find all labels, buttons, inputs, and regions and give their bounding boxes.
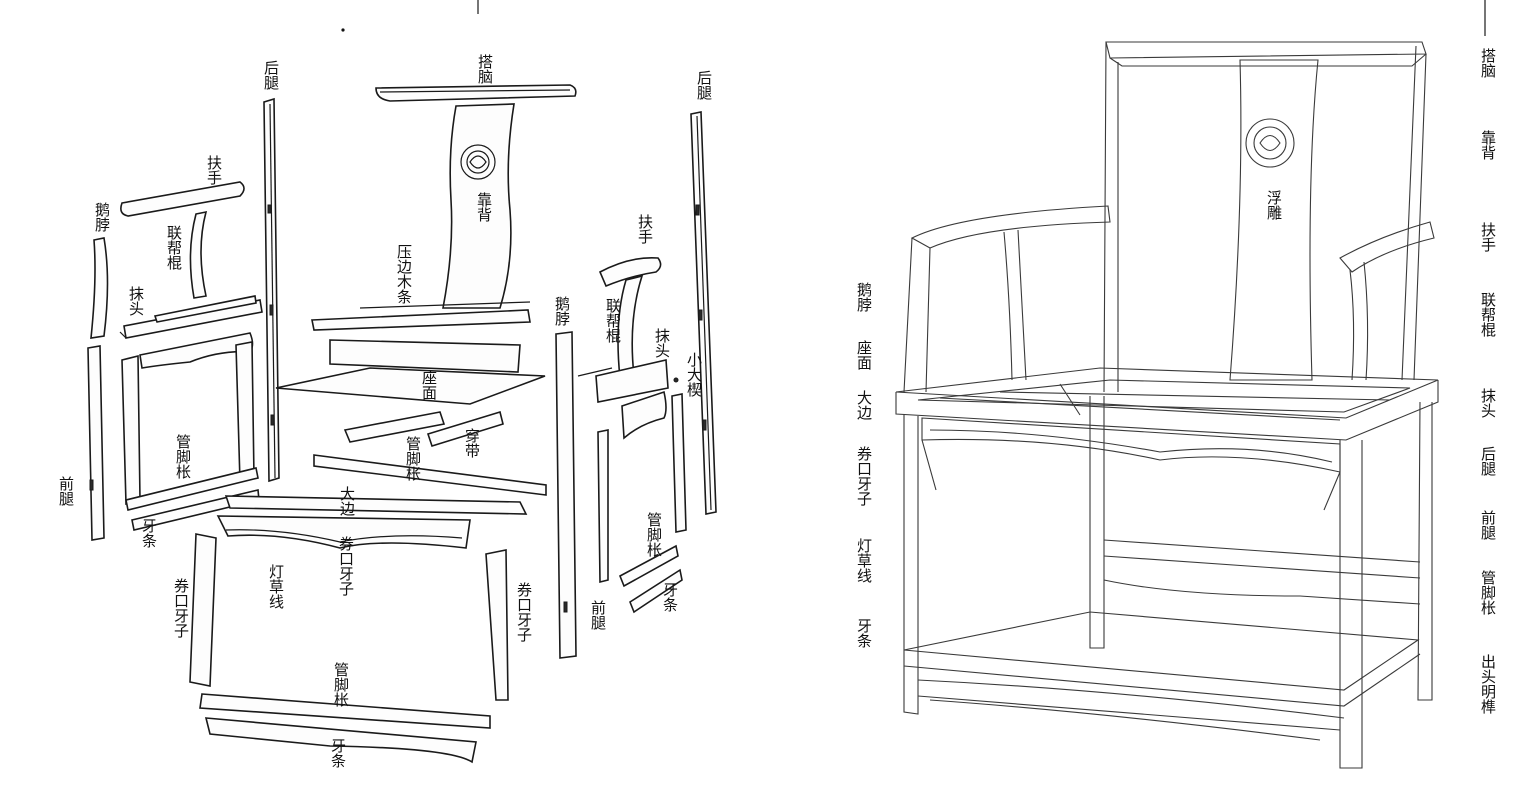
label-zuomian: 座面 bbox=[420, 370, 438, 400]
label-houtui-right: 后腿 bbox=[695, 70, 713, 101]
label-juankouyazi-right: 券口牙子 bbox=[515, 582, 533, 642]
assembled-label-dengcaoxian: 灯草线 bbox=[855, 538, 873, 583]
assembled-label-guanjiaozhang: 管脚枨 bbox=[1479, 570, 1497, 615]
assembled-left-labels: 鹅脖 座面 大边 券口牙子 灯草线 牙条 bbox=[855, 282, 873, 648]
label-motou-left: 抹头 bbox=[127, 286, 145, 316]
label-fushou-right: 扶手 bbox=[636, 214, 654, 245]
rear-leg-left-part bbox=[263, 97, 280, 483]
bottom-apron-part bbox=[204, 717, 477, 764]
goose-neck-left-part bbox=[90, 237, 109, 339]
assembled-right-labels: 搭脑 靠背 扶手 联帮棍 抹头 后腿 前腿 管脚枨 出头明榫 bbox=[1479, 48, 1497, 714]
label-guanjiaozhang-center: 管脚枨 bbox=[404, 436, 422, 481]
label-yatiao-left: 牙条 bbox=[140, 518, 158, 548]
exploded-labels: 后腿 搭脑 后腿 扶手 鹅脖 联帮棍 抹头 靠背 压边木条 扶手 鹅脖 联帮棍 … bbox=[57, 54, 713, 768]
assembled-front-apron bbox=[921, 417, 1341, 473]
label-fushou-left: 扶手 bbox=[205, 155, 223, 186]
carved-medallion-assembled bbox=[1245, 118, 1295, 168]
assembled-label-fushou: 扶手 bbox=[1479, 222, 1497, 253]
label-kaobei: 靠背 bbox=[475, 192, 493, 222]
arm-rail-left-part bbox=[120, 181, 245, 217]
assembled-label-motou: 抹头 bbox=[1479, 388, 1497, 418]
front-arch-apron-part bbox=[216, 515, 471, 549]
exploded-view: 后腿 搭脑 后腿 扶手 鹅脖 联帮棍 抹头 靠背 压边木条 扶手 鹅脖 联帮棍 … bbox=[57, 0, 717, 768]
label-dabian: 大边 bbox=[338, 486, 356, 517]
assembled-view: 鹅脖 座面 大边 券口牙子 灯草线 牙条 浮雕 搭脑 靠背 扶手 联帮棍 抹头 … bbox=[855, 0, 1497, 769]
label-fudiao: 浮雕 bbox=[1265, 190, 1283, 221]
assembled-label-chutoumingsun: 出头明榫 bbox=[1479, 654, 1497, 714]
label-chuandai: 穿带 bbox=[463, 428, 481, 458]
label-danao: 搭脑 bbox=[476, 54, 494, 85]
seat-side-rail-part bbox=[313, 454, 547, 496]
label-juankouyazi-left: 券口牙子 bbox=[172, 578, 190, 638]
label-yabianmutiao: 压边木条 bbox=[395, 244, 413, 304]
seat-rail-part bbox=[311, 309, 531, 331]
arm-post-left-part bbox=[189, 210, 208, 299]
label-juankouyazi-center: 券口牙子 bbox=[337, 536, 355, 596]
cross-brace-part bbox=[343, 411, 446, 443]
label-lianbanggun-right: 联帮棍 bbox=[604, 298, 622, 344]
label-yatiao-right: 牙条 bbox=[661, 582, 679, 612]
assembled-label-houtui: 后腿 bbox=[1479, 446, 1497, 477]
back-splat-part bbox=[442, 103, 515, 309]
assembled-label-kaobei: 靠背 bbox=[1479, 130, 1497, 160]
assembled-label-zuomian: 座面 bbox=[855, 340, 873, 370]
assembled-label-lianbanggun: 联帮棍 bbox=[1479, 292, 1497, 338]
label-dengcaoxian: 灯草线 bbox=[267, 564, 285, 609]
assembled-label-qiantui: 前腿 bbox=[1479, 510, 1497, 541]
assembled-footrest bbox=[903, 611, 1420, 691]
assembled-back-splat bbox=[1229, 59, 1319, 381]
label-motou-right: 抹头 bbox=[653, 328, 671, 358]
label-guanjiaozhang-left: 管脚枨 bbox=[174, 434, 192, 479]
arm-rail-right-part bbox=[598, 256, 662, 288]
label-lianbanggun-left: 联帮棍 bbox=[165, 225, 183, 271]
seat-panel-part bbox=[275, 367, 546, 405]
label-eboi-left: 鹅脖 bbox=[93, 202, 111, 233]
assembled-label-juankouyazi: 券口牙子 bbox=[855, 446, 873, 506]
assembled-label-eboi: 鹅脖 bbox=[855, 282, 873, 313]
assembled-label-yatiao: 牙条 bbox=[855, 618, 873, 648]
crest-rail-part bbox=[375, 84, 577, 102]
bottom-stretcher-part bbox=[199, 693, 491, 729]
label-houtui-left: 后腿 bbox=[262, 60, 280, 91]
label-qiantui-right: 前腿 bbox=[589, 600, 607, 631]
label-guanjiaozhang-bottom: 管脚枨 bbox=[332, 662, 350, 707]
label-xiaodaxie: 小大楔 bbox=[685, 352, 703, 397]
label-yatiao-bottom: 牙条 bbox=[329, 738, 347, 768]
label-guanjiaozhang-right: 管脚枨 bbox=[645, 512, 663, 557]
assembled-label-danao: 搭脑 bbox=[1479, 48, 1497, 79]
label-eboi-right: 鹅脖 bbox=[553, 296, 571, 327]
label-qiantui-left: 前腿 bbox=[57, 476, 75, 507]
front-leg-right-part bbox=[555, 331, 577, 659]
front-leg-left-part bbox=[87, 345, 105, 541]
assembled-label-dabian: 大边 bbox=[855, 390, 873, 421]
carved-medallion-exploded bbox=[460, 144, 496, 180]
